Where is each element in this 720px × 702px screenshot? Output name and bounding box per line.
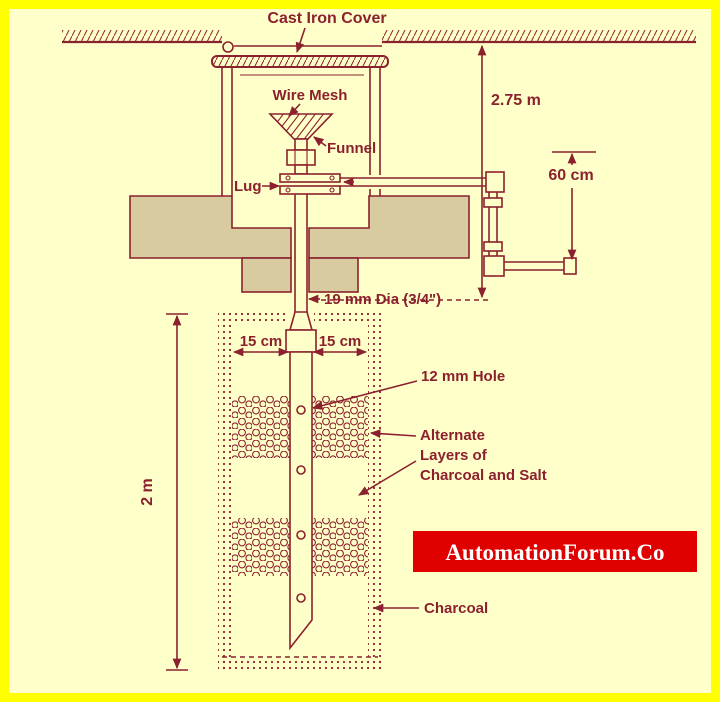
dim-15cm-left: 15 cm (240, 333, 283, 350)
cast-iron-cover (211, 55, 389, 68)
riser-pipe (294, 194, 308, 312)
earth-conduit (340, 171, 577, 277)
pipe-hole-3 (296, 530, 306, 540)
lug-clamp-bottom (279, 185, 341, 195)
label-alt-layers-3: Charcoal and Salt (420, 467, 547, 484)
dim-2m: 2 m (139, 478, 156, 506)
inspection-chamber (211, 41, 389, 196)
label-pipe-dia: 19 mm Dia (3/4") (324, 291, 441, 308)
pit-top-band-right (314, 312, 368, 324)
masonry-right-step (308, 257, 359, 293)
masonry-right-block (308, 195, 470, 259)
funnel-bowl (268, 113, 334, 140)
funnel-stem (294, 138, 308, 151)
masonry-foundation (129, 195, 470, 293)
pipe-socket (285, 329, 317, 353)
label-alt-layers-1: Alternate (420, 427, 485, 444)
label-alt-layers-2: Layers of (420, 447, 488, 464)
pit-bottom-band (218, 658, 382, 672)
conduit-coupling-upper (483, 197, 503, 208)
label-12mm-hole: 12 mm Hole (421, 368, 505, 385)
label-charcoal: Charcoal (424, 600, 488, 617)
label-lug: Lug (234, 178, 262, 195)
labels: Cast Iron Cover Wire Mesh Funnel Lug 19 … (234, 10, 547, 617)
conduit-coupling-lower (483, 241, 503, 252)
masonry-left-step (241, 257, 292, 293)
gi-pipe-electrode (285, 311, 317, 651)
pipe-hole-1 (296, 405, 306, 415)
label-wire-mesh: Wire Mesh (273, 87, 348, 104)
dim-15cm-right: 15 cm (319, 333, 362, 350)
dimensions: 2.75 m 60 cm 15 cm 15 cm 2 m (139, 44, 596, 671)
dim-60cm: 60 cm (548, 167, 593, 184)
cover-hinge (222, 41, 234, 53)
lug-clamp-top (279, 173, 341, 183)
ground-hatch-right (382, 30, 696, 42)
leader-alt-layers-1 (369, 429, 417, 439)
label-funnel: Funnel (327, 140, 376, 157)
pipe-nipple (294, 164, 308, 175)
label-cast-iron-cover: Cast Iron Cover (267, 10, 386, 27)
watermark-text: AutomationForum.Co (445, 540, 664, 565)
pipe-coupling-nut (286, 149, 316, 166)
leader-wire-mesh (288, 103, 301, 117)
ground-surface (62, 30, 696, 44)
dim-2-75m: 2.75 m (491, 92, 541, 109)
pit-wall-left (218, 312, 232, 672)
watermark: AutomationForum.Co (413, 531, 697, 572)
leader-alt-layers-2 (358, 460, 417, 496)
pipe-body (289, 351, 313, 651)
conduit-end-fitting (563, 257, 577, 275)
ground-hatch-left (62, 30, 222, 42)
watermark-background (413, 531, 697, 572)
pit-wall-right (368, 312, 382, 672)
leader-12mm-hole (311, 380, 418, 410)
leader-funnel (313, 136, 327, 147)
pipe-hole-2 (296, 465, 306, 475)
pipe-hole-4 (296, 593, 306, 603)
conduit-elbow-bottom (483, 255, 505, 277)
leader-cast-iron-cover (295, 27, 306, 54)
pit-top-band-left (232, 312, 288, 324)
conduit-elbow-top (485, 171, 505, 193)
